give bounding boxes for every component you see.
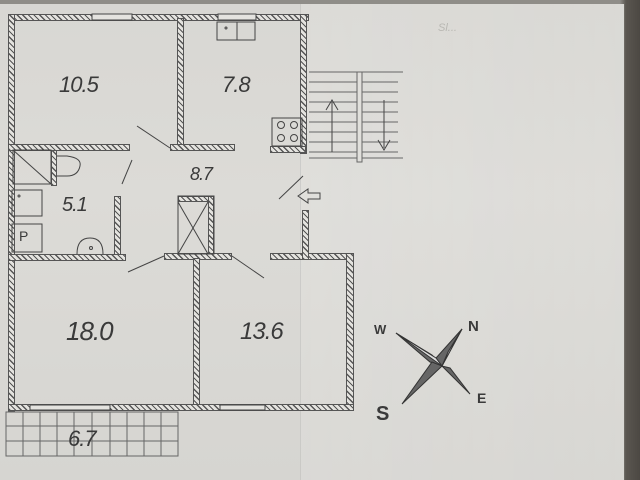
compass-east: E — [477, 390, 486, 406]
paper-sheet — [0, 4, 624, 480]
wall-bottom — [8, 404, 354, 411]
room-area-label: 18.0 — [66, 316, 114, 346]
room-area-label: 10.5 — [59, 72, 99, 97]
room-area-label: 6.7 — [68, 426, 97, 451]
compass-west: W — [374, 322, 386, 337]
wall-bath-bottom — [8, 254, 126, 261]
wall-kitchen-bottom — [170, 144, 235, 151]
wall-right-upper — [300, 14, 307, 154]
wall-entry-lower — [302, 210, 309, 260]
fixture-p-label: P — [19, 228, 28, 244]
compass-south: S — [376, 403, 389, 425]
room-area-label: 5.1 — [62, 194, 88, 216]
wall-upper-mid — [8, 144, 130, 151]
room-area-label: 8.7 — [190, 164, 213, 184]
room-area-label: 13.6 — [240, 318, 284, 345]
paper-sheet-overlap — [300, 4, 625, 480]
faint-note: Sl... — [438, 22, 457, 34]
compass-north: N — [468, 318, 479, 335]
room-area-label: 7.8 — [222, 72, 251, 97]
